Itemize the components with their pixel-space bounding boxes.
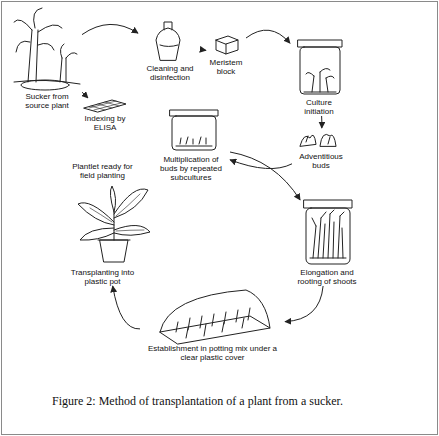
stage-node: Plantlet ready for field plantingTranspl… — [55, 162, 150, 286]
stage-label: Adventitious buds — [293, 152, 349, 170]
bud-cluster — [300, 134, 336, 146]
stage-label: Multiplication of buds by repeated subcu… — [154, 155, 228, 182]
flow-arrow — [321, 116, 322, 128]
stage-label: Meristem block — [206, 58, 246, 76]
flow-arrow — [202, 50, 206, 51]
rooted-shoots — [310, 210, 346, 258]
ground-line — [14, 80, 80, 84]
flow-arrow — [285, 286, 323, 322]
jar-lid — [298, 40, 342, 47]
stage-label: Cleaning and disinfection — [140, 64, 200, 82]
stage-node: Establishment in potting mix under a cle… — [140, 288, 285, 362]
stage-node: Multiplication of buds by repeated subcu… — [152, 108, 230, 182]
corm-body — [156, 28, 180, 60]
flow-arrow — [113, 286, 140, 329]
explant — [304, 68, 336, 92]
stage-label: Indexing by ELISA — [81, 114, 129, 132]
potted-plant — [78, 186, 150, 262]
stage-node: Cleaning and disinfection — [138, 26, 202, 82]
stage-node: Adventitious buds — [292, 128, 350, 170]
elisa-plate — [84, 100, 126, 112]
stage-label: Sucker from source plant — [16, 92, 78, 110]
source-plant — [14, 8, 80, 90]
plant-leaf — [14, 8, 62, 52]
jar-lid — [170, 110, 218, 116]
stage-label: Elongation and rooting of shoots — [292, 268, 362, 286]
bud-leaf — [306, 136, 330, 144]
flow-arrow — [230, 160, 292, 169]
culture-jar — [298, 40, 342, 94]
corm-detail — [160, 22, 178, 47]
multiplication-jar — [170, 110, 218, 150]
plant-stem — [114, 212, 115, 240]
stage-node: Sucker from source plant — [12, 8, 82, 110]
stage-label: Transplanting into plastic pot — [67, 268, 139, 286]
stage-node: Meristem block — [206, 30, 246, 76]
cleaned-corm — [156, 22, 180, 60]
jar-body — [300, 47, 340, 94]
stage-node: Culture initiation — [290, 38, 348, 116]
cube-outline — [216, 36, 238, 54]
jar-body — [172, 116, 216, 150]
stage-node: Indexing by ELISA — [80, 98, 130, 132]
flow-arrow — [230, 152, 300, 200]
jar-lid — [304, 200, 352, 208]
plastic-cover — [160, 290, 270, 332]
stage-node: Elongation and rooting of shoots — [290, 200, 364, 286]
plant-leaf — [78, 186, 150, 240]
stage-label: Culture initiation — [293, 98, 345, 116]
flow-arrow — [82, 24, 138, 34]
leaf-vein — [90, 194, 144, 231]
elongation-jar — [304, 200, 352, 264]
meristem-cube — [216, 36, 238, 54]
stage-label: Plantlet ready for field planting — [65, 162, 141, 180]
bud-mass — [176, 137, 212, 146]
stage-label: Establishment in potting mix under a cle… — [140, 344, 285, 362]
pseudostem — [28, 30, 38, 82]
plate-wells — [89, 101, 121, 110]
figure-caption: Figure 2: Method of transplantation of a… — [52, 394, 432, 408]
plantlets — [176, 308, 250, 338]
sucker-shoot — [60, 44, 77, 82]
flow-arrow — [82, 92, 88, 98]
plate-outline — [84, 100, 126, 112]
plastic-pot — [98, 240, 130, 262]
jar-body — [306, 208, 350, 264]
potting-tray — [160, 290, 270, 344]
flow-arrow — [246, 30, 290, 43]
